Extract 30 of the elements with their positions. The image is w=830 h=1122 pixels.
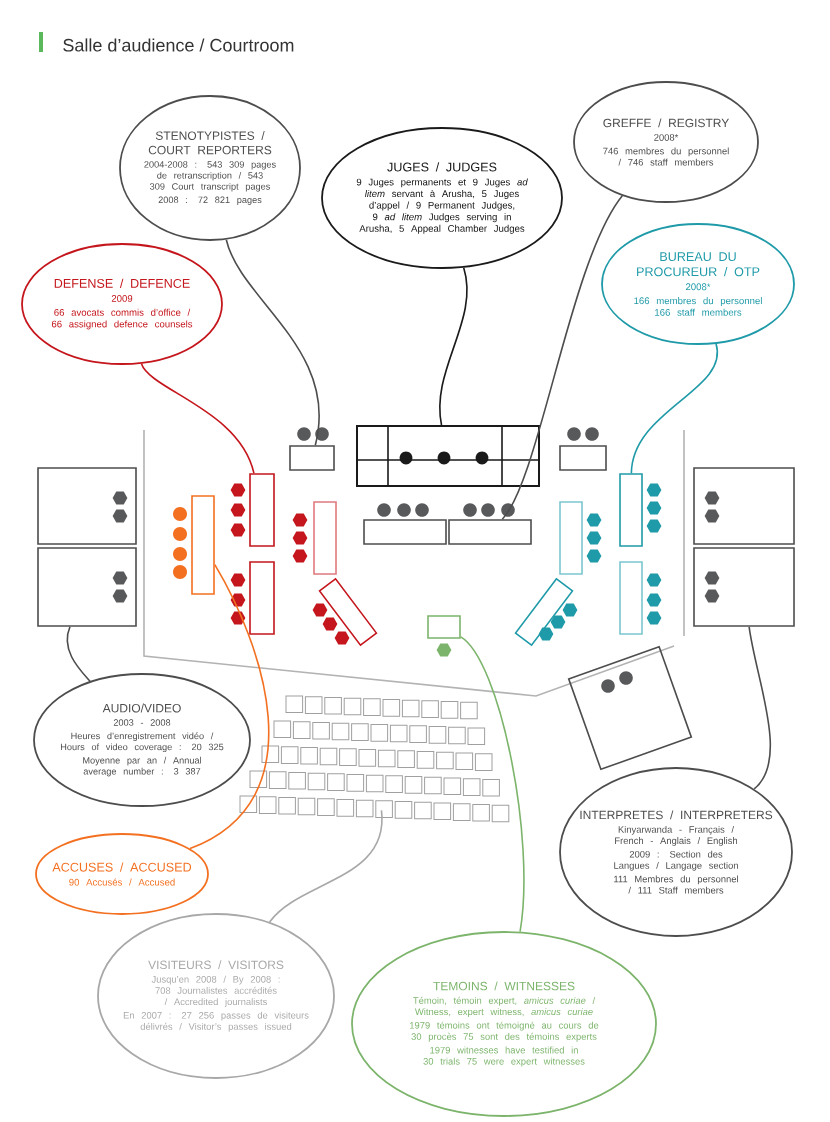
bench: [356, 425, 540, 487]
booth: [37, 467, 137, 545]
booth: [363, 519, 447, 545]
leader-line: [460, 636, 525, 933]
table: [289, 445, 335, 471]
table: [619, 561, 643, 635]
leader-line: [501, 194, 624, 520]
table: [249, 561, 275, 635]
leader-line: [140, 362, 255, 474]
table: [693, 547, 795, 627]
leader-line: [439, 266, 468, 426]
booth: [567, 645, 693, 771]
leader-line: [268, 809, 383, 923]
table: [191, 495, 215, 595]
table: [37, 547, 137, 627]
leader-line: [748, 626, 772, 790]
table: [448, 519, 532, 545]
leader-line: [225, 238, 320, 446]
table: [619, 473, 643, 547]
leader-line: [630, 343, 719, 474]
title: Salle d’audience / Courtroom: [63, 38, 294, 52]
table: [249, 473, 275, 547]
gallery-seats-drawing: [239, 695, 510, 823]
table: [427, 615, 461, 639]
table: [559, 445, 607, 471]
table: [559, 501, 583, 575]
leader-line: [189, 563, 270, 850]
leader-line: [66, 626, 91, 683]
booth: [693, 467, 795, 545]
table: [313, 501, 337, 575]
